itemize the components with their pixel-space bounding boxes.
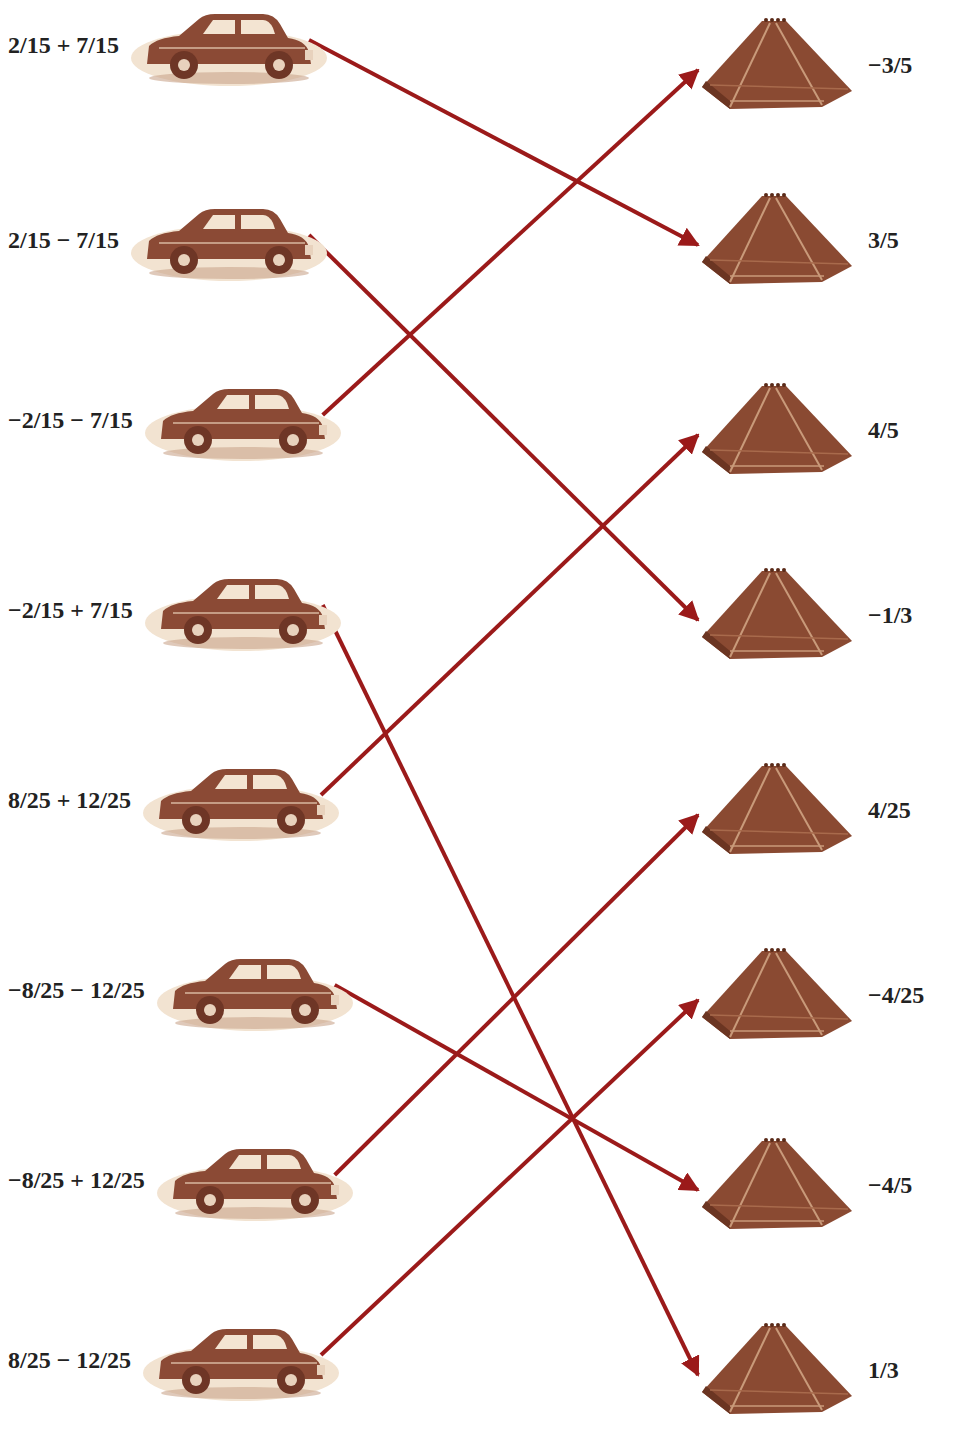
arrow-connector (335, 815, 698, 1175)
arrow-connector (309, 235, 698, 620)
value-text: −4/5 (868, 1172, 912, 1199)
hut-node: −4/5 (690, 1135, 912, 1235)
hut-picture (690, 380, 860, 480)
car-node: 8/25 + 12/25 (8, 750, 341, 850)
car-picture (141, 755, 341, 845)
hut-picture (690, 565, 860, 665)
car-picture (143, 375, 343, 465)
arrow-connector (323, 605, 698, 1375)
expression-text: −8/25 − 12/25 (8, 977, 145, 1004)
car-picture (129, 195, 329, 285)
hut-picture (690, 945, 860, 1045)
hut-node: −4/25 (690, 945, 924, 1045)
arrow-connector (323, 70, 698, 415)
car-picture (155, 945, 355, 1035)
hut-node: 4/25 (690, 760, 911, 860)
arrow-connector (309, 40, 698, 245)
hut-node: 3/5 (690, 190, 899, 290)
hut-node: −3/5 (690, 15, 912, 115)
value-text: 3/5 (868, 227, 899, 254)
car-node: 8/25 − 12/25 (8, 1310, 341, 1410)
expression-text: 2/15 + 7/15 (8, 32, 119, 59)
value-text: 1/3 (868, 1357, 899, 1384)
car-node: −8/25 + 12/25 (8, 1130, 355, 1230)
car-node: 2/15 − 7/15 (8, 190, 329, 290)
value-text: −1/3 (868, 602, 912, 629)
value-text: 4/25 (868, 797, 911, 824)
hut-node: 4/5 (690, 380, 899, 480)
hut-node: 1/3 (690, 1320, 899, 1420)
expression-text: −2/15 − 7/15 (8, 407, 133, 434)
value-text: −3/5 (868, 52, 912, 79)
hut-picture (690, 190, 860, 290)
value-text: 4/5 (868, 417, 899, 444)
hut-picture (690, 760, 860, 860)
car-node: −2/15 − 7/15 (8, 370, 343, 470)
car-node: −2/15 + 7/15 (8, 560, 343, 660)
expression-text: 8/25 + 12/25 (8, 787, 131, 814)
hut-picture (690, 1135, 860, 1235)
car-node: −8/25 − 12/25 (8, 940, 355, 1040)
car-picture (129, 0, 329, 90)
expression-text: −8/25 + 12/25 (8, 1167, 145, 1194)
expression-text: 2/15 − 7/15 (8, 227, 119, 254)
value-text: −4/25 (868, 982, 924, 1009)
car-picture (155, 1135, 355, 1225)
hut-picture (690, 15, 860, 115)
expression-text: 8/25 − 12/25 (8, 1347, 131, 1374)
hut-node: −1/3 (690, 565, 912, 665)
arrow-connector (335, 985, 698, 1190)
hut-picture (690, 1320, 860, 1420)
arrow-connector (321, 435, 698, 795)
car-picture (143, 565, 343, 655)
car-picture (141, 1315, 341, 1405)
arrow-connector (321, 1000, 698, 1355)
expression-text: −2/15 + 7/15 (8, 597, 133, 624)
car-node: 2/15 + 7/15 (8, 0, 329, 95)
